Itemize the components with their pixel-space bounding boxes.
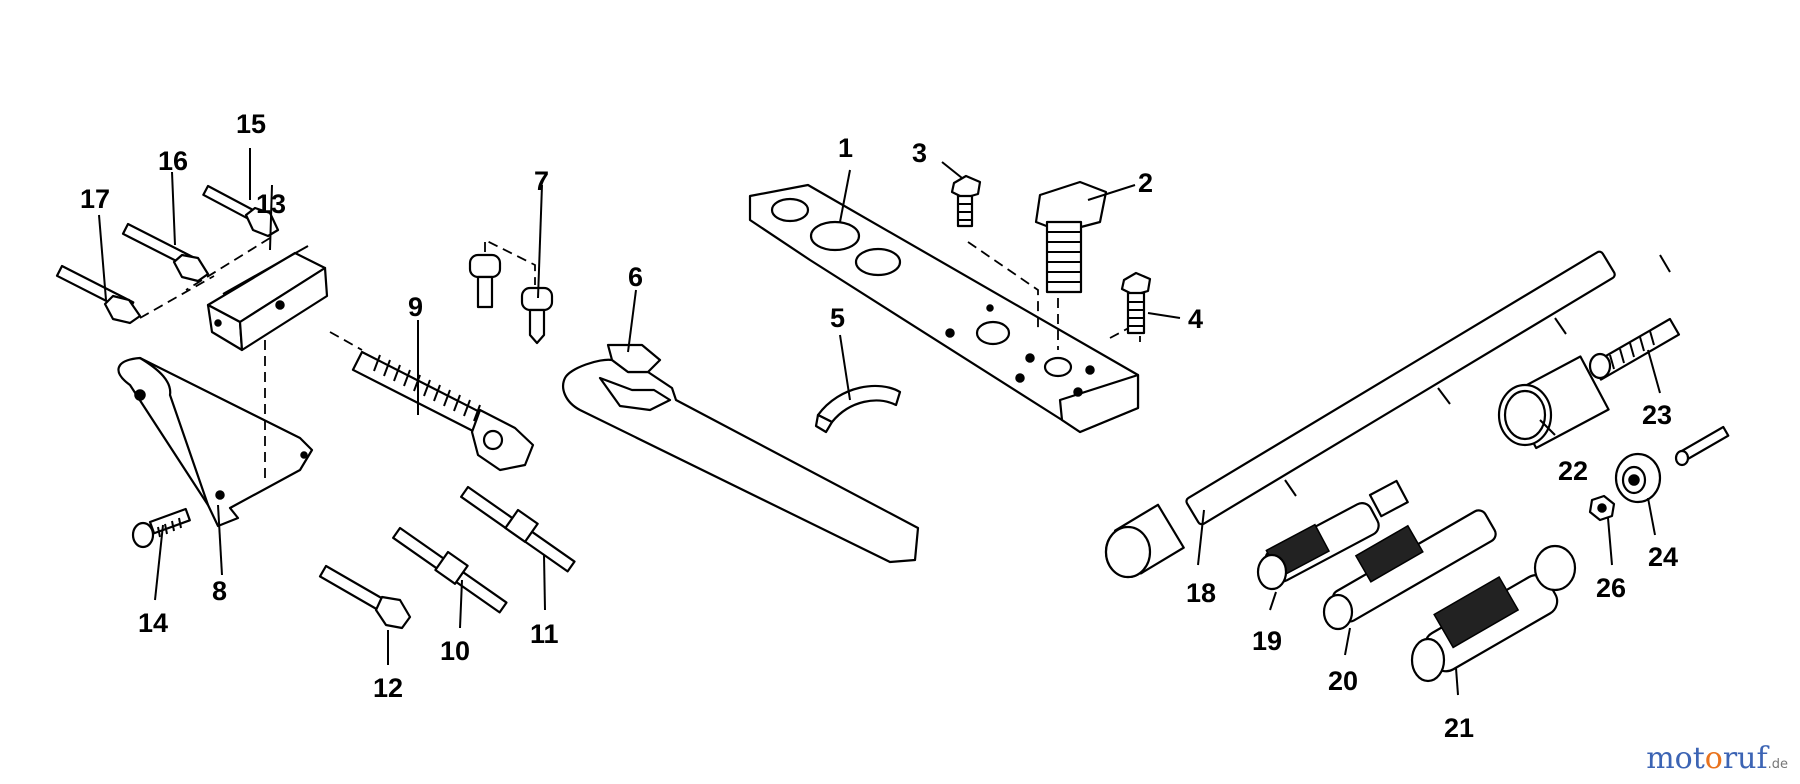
part-7-pins: [468, 238, 554, 345]
callout-19: 19: [1252, 626, 1282, 656]
callout-26: 26: [1596, 573, 1626, 603]
callout-2: 2: [1138, 168, 1153, 198]
part-3-bolt: [950, 174, 982, 228]
part-8-bracket: [117, 340, 314, 528]
part-9-threaded-rod: [329, 331, 535, 472]
part-2-bolt: [1034, 180, 1108, 294]
part-10-shaft: [392, 526, 508, 614]
callout-16: 16: [158, 146, 188, 176]
part-21-handle: [1410, 544, 1577, 683]
callout-6: 6: [628, 262, 643, 292]
callout-11: 11: [530, 619, 559, 649]
callout-4: 4: [1188, 304, 1203, 334]
callout-labels: 1 2 3 4 5 6 7 8 9 10 11 12 13 14 15 16 1…: [80, 109, 1678, 743]
watermark-part-1: mot: [1646, 741, 1705, 776]
part-22-cylinder: [1497, 355, 1610, 450]
leader-lines: [98, 148, 1661, 696]
callout-14: 14: [138, 608, 168, 638]
part-1-plate: [748, 183, 1140, 434]
part-4-bolt: [1120, 271, 1152, 335]
part-20-handle: [1322, 509, 1497, 631]
callout-18: 18: [1186, 578, 1216, 608]
part-18-rod: [1104, 250, 1671, 579]
callout-13: 13: [256, 189, 286, 219]
callout-23: 23: [1642, 400, 1672, 430]
callout-21: 21: [1444, 713, 1474, 743]
watermark-part-3: ruf: [1722, 741, 1768, 776]
callout-10: 10: [440, 636, 470, 666]
callout-12: 12: [373, 673, 403, 703]
callout-5: 5: [830, 303, 845, 333]
callout-20: 20: [1328, 666, 1358, 696]
callout-8: 8: [212, 576, 227, 606]
callout-1: 1: [838, 133, 853, 163]
watermark-part-4: .de: [1767, 757, 1788, 772]
part-17-stud: [55, 264, 142, 325]
part-16-stud: [121, 222, 210, 283]
part-12-shaft: [318, 564, 412, 630]
part-23-stud: [1588, 317, 1681, 381]
part-11-shaft: [460, 485, 576, 573]
callout-3: 3: [912, 138, 927, 168]
part-5-clip: [814, 384, 902, 434]
callout-24: 24: [1648, 542, 1678, 572]
part-24-knob: [1614, 425, 1730, 504]
watermark-logo: motoruf.de: [1646, 741, 1788, 776]
callout-7: 7: [534, 166, 549, 196]
part-19-handle: [1256, 479, 1409, 591]
part-6-wrench: [562, 343, 920, 564]
callout-15: 15: [236, 109, 266, 139]
part-26-nut: [1588, 494, 1616, 522]
part-14-screw: [131, 507, 191, 549]
part-13-hex-block: [206, 245, 329, 352]
callout-17: 17: [80, 184, 110, 214]
callout-9: 9: [408, 292, 423, 322]
callout-22: 22: [1558, 456, 1588, 486]
watermark-part-2: o: [1704, 741, 1723, 776]
